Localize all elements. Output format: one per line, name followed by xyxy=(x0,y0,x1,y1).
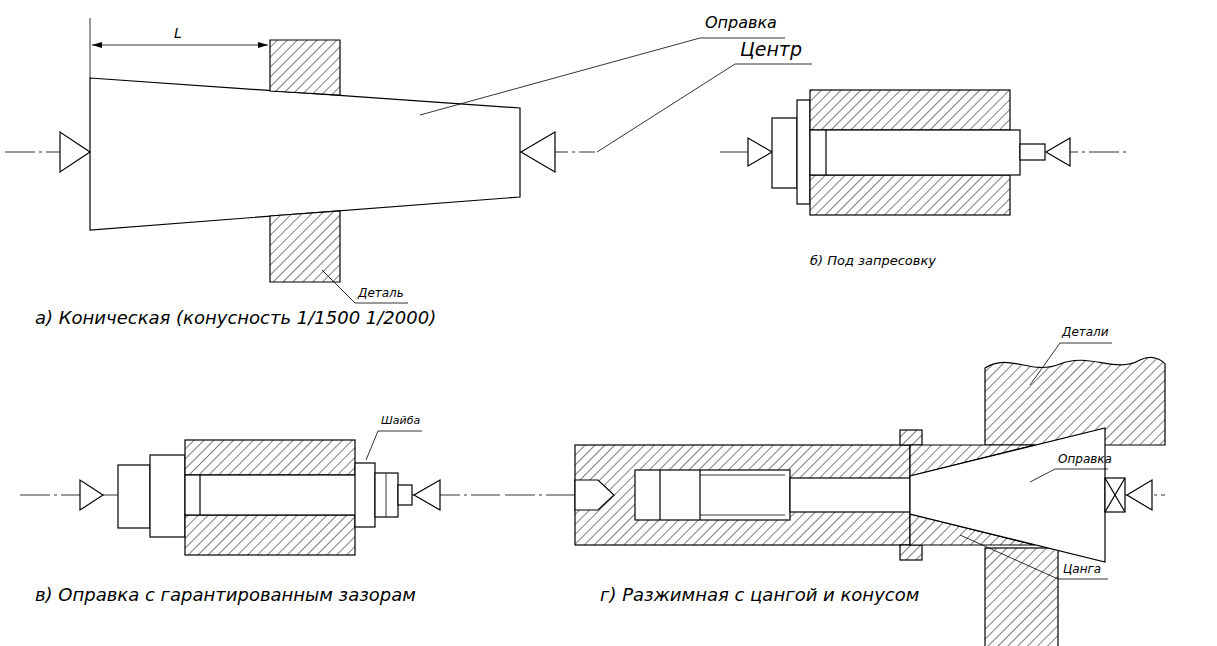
part-label: Цанга xyxy=(1063,563,1101,577)
part-label: Оправка xyxy=(1058,453,1112,467)
part-label: Центр xyxy=(740,39,802,61)
figure-caption: в) Оправка с гарантированным зазорам xyxy=(35,585,416,606)
part-label: Оправка xyxy=(705,14,777,32)
figure-caption: а) Коническая (конусность 1/1500 1/2000) xyxy=(35,308,436,329)
figure-caption: г) Разжимная с цангой и конусом xyxy=(600,585,919,606)
figure-caption: б) Под запресовку xyxy=(810,254,936,269)
part-label: Деталь xyxy=(358,287,404,301)
part-label: Шайба xyxy=(381,415,420,428)
part-label: Детали xyxy=(1062,326,1109,340)
dimension-label: L xyxy=(174,25,182,41)
